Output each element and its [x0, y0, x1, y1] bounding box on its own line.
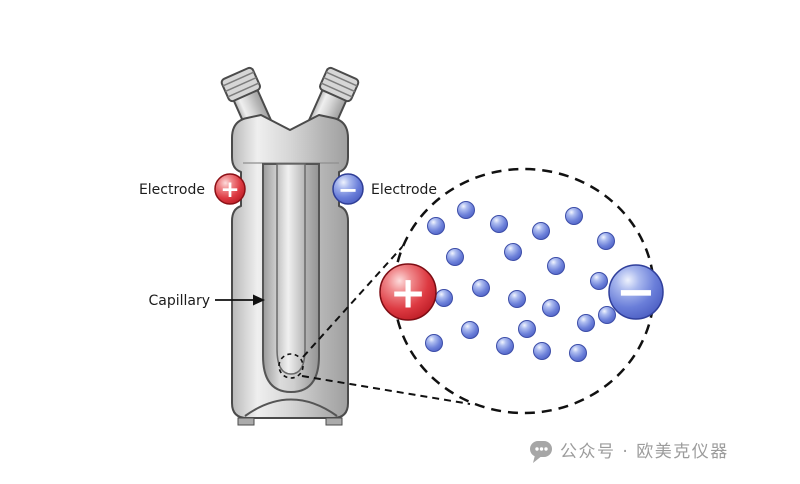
- particle-sphere: [569, 344, 587, 362]
- negative-ion-symbol: −: [616, 264, 656, 320]
- capillary-cell-device: + −: [214, 66, 364, 426]
- particle-sphere: [435, 289, 453, 307]
- particle-sphere: [532, 222, 550, 240]
- particle-sphere: [533, 342, 551, 360]
- zoom-connector-bottom: [301, 375, 471, 405]
- particle-sphere: [597, 232, 615, 250]
- particle-sphere: [427, 217, 445, 235]
- right-foot-tab: [325, 417, 343, 426]
- particle-sphere: [461, 321, 479, 339]
- positive-ion-sphere: +: [379, 263, 437, 321]
- particle-sphere: [547, 257, 565, 275]
- particle-sphere: [508, 290, 526, 308]
- negative-electrode: [332, 173, 364, 205]
- right-electrode-label: Electrode: [371, 182, 437, 198]
- positive-ion-symbol: +: [390, 268, 427, 319]
- chat-bubble-icon: [530, 441, 552, 463]
- watermark-text: 公众号 · 欧美克仪器: [560, 442, 729, 462]
- particle-sphere: [446, 248, 464, 266]
- left-foot-tab: [237, 417, 255, 426]
- capillary-bore: [276, 163, 306, 375]
- particle-sphere: [518, 320, 536, 338]
- particle-sphere: [496, 337, 514, 355]
- capillary-arrowhead: [253, 294, 265, 306]
- negative-electrode-symbol: −: [338, 176, 358, 204]
- particle-sphere: [472, 279, 490, 297]
- positive-electrode: [214, 173, 246, 205]
- zoom-particles: [425, 201, 616, 362]
- particle-sphere: [504, 243, 522, 261]
- particle-sphere: [565, 207, 583, 225]
- particle-sphere: [542, 299, 560, 317]
- left-electrode-label: Electrode: [139, 182, 205, 198]
- glass-bottom-curve: [244, 398, 338, 417]
- particle-sphere: [457, 201, 475, 219]
- particle-sphere: [590, 272, 608, 290]
- negative-ion-sphere: −: [608, 264, 664, 320]
- particle-sphere: [490, 215, 508, 233]
- watermark: 公众号 · 欧美克仪器: [530, 441, 729, 463]
- capillary-label: Capillary: [148, 293, 210, 309]
- particle-sphere: [425, 334, 443, 352]
- measurement-zone-circle: [278, 353, 304, 379]
- particle-sphere: [598, 306, 616, 324]
- capillary-callout: Capillary: [148, 293, 265, 309]
- positive-electrode-symbol: +: [220, 177, 239, 203]
- particle-sphere: [577, 314, 595, 332]
